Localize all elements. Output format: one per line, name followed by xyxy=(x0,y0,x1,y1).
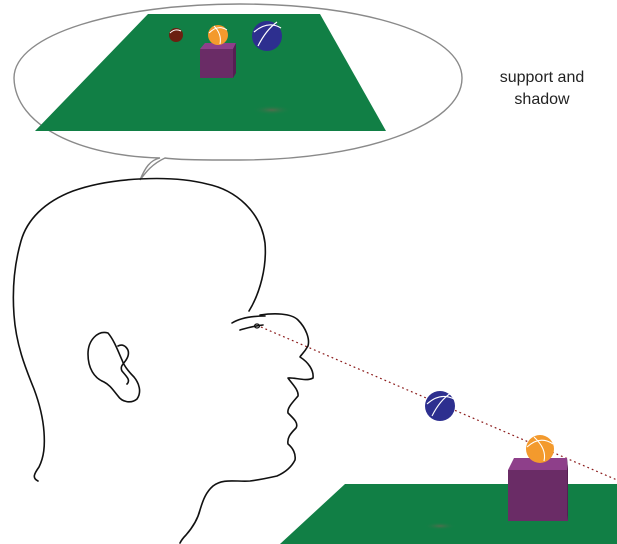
support-box-real xyxy=(508,458,568,521)
distant-ball xyxy=(169,28,183,42)
floating-ball-real xyxy=(425,391,455,421)
brow-line xyxy=(232,316,265,323)
cast-shadow-real xyxy=(424,522,456,530)
floating-ball xyxy=(252,21,282,51)
ball-on-box-real xyxy=(526,435,554,463)
support-box xyxy=(200,43,236,78)
head-profile-icon xyxy=(13,179,313,543)
cast-shadow xyxy=(252,105,292,115)
caption: support and shadow xyxy=(500,69,585,108)
head-outline xyxy=(13,179,313,543)
real-scene xyxy=(280,391,617,544)
ball-on-box xyxy=(208,25,228,45)
caption-line-2: shadow xyxy=(514,91,570,108)
ear xyxy=(88,332,140,401)
thought-bubble xyxy=(14,4,462,180)
caption-line-1: support and xyxy=(500,69,585,86)
